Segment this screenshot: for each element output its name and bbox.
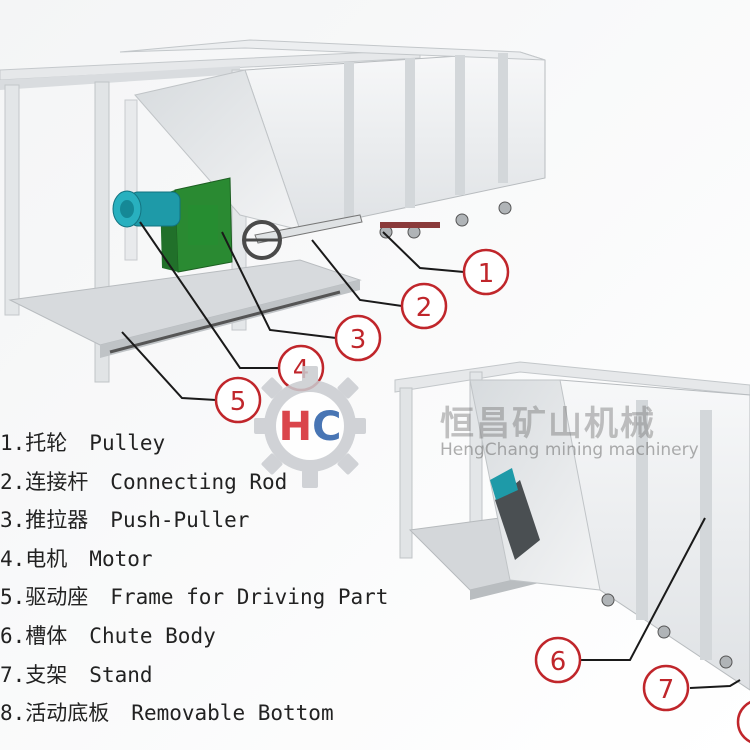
top-machine bbox=[0, 39, 546, 401]
bottom-machine bbox=[394, 361, 750, 691]
callout-6-text: 6 bbox=[550, 647, 567, 677]
callout-1-text: 1 bbox=[478, 259, 495, 289]
callout-6: 6 bbox=[534, 636, 582, 684]
callout-2-text: 2 bbox=[416, 293, 433, 323]
company-name-en: HengChang mining machinery bbox=[440, 440, 699, 460]
callout-7: 7 bbox=[642, 664, 690, 712]
callout-1: 1 bbox=[462, 248, 510, 296]
callout-5: 5 bbox=[214, 376, 262, 424]
callout-5-text: 5 bbox=[230, 387, 247, 417]
callout-3: 3 bbox=[334, 314, 382, 362]
callout-3-text: 3 bbox=[350, 325, 367, 355]
callout-7-text: 7 bbox=[658, 675, 675, 705]
hc-gear-logo: HC bbox=[254, 366, 366, 488]
callout-partial bbox=[736, 701, 750, 743]
hc-logo-letters: HC bbox=[279, 404, 342, 450]
company-name-cn: 恒昌矿山机械 bbox=[440, 404, 656, 444]
callout-2: 2 bbox=[400, 282, 448, 330]
